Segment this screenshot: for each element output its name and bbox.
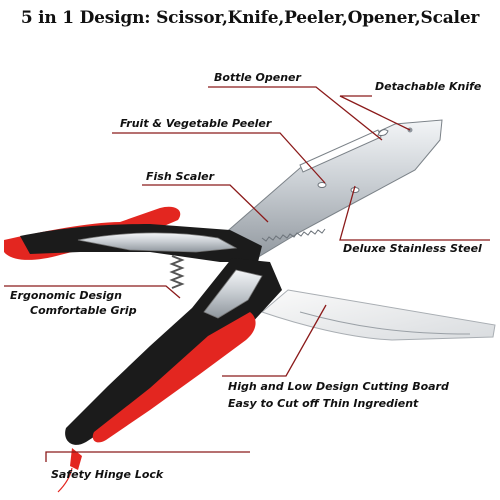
- label-bottle-opener: Bottle Opener: [214, 71, 301, 84]
- label-ergonomic-line1: Ergonomic Design: [10, 289, 122, 302]
- spring-coil: [169, 255, 185, 289]
- serrated-edge: [261, 228, 326, 242]
- safety-lock-tab: [70, 448, 82, 470]
- upper-handle-steel-inlay: [77, 232, 238, 253]
- leader-cutting-board: [222, 304, 327, 377]
- leader-safety-lock: [45, 451, 250, 462]
- label-cutting-board-line1: High and Low Design Cutting Board: [228, 380, 449, 393]
- label-stainless-steel: Deluxe Stainless Steel: [343, 242, 482, 255]
- peeler-slot: [299, 129, 382, 173]
- lower-handle-red: [92, 312, 256, 443]
- leader-peeler: [112, 132, 326, 184]
- leader-detachable-knife: [339, 95, 411, 131]
- cutting-board-edge: [299, 311, 471, 335]
- scaler-hole: [317, 182, 327, 188]
- safety-lock-string: [57, 467, 73, 493]
- label-cutting-board-line2: Easy to Cut off Thin Ingredient: [228, 397, 419, 410]
- page-title: 5 in 1 Design: Scissor,Knife,Peeler,Open…: [20, 8, 480, 28]
- label-safety-lock: Safety Hinge Lock: [51, 468, 164, 481]
- bottle-opener-notch: [377, 129, 389, 136]
- label-detachable-knife: Detachable Knife: [375, 80, 482, 93]
- leader-fish-scaler: [142, 184, 269, 223]
- label-fish-scaler: Fish Scaler: [146, 170, 215, 183]
- cutting-board-blade: [261, 289, 496, 341]
- leader-lines: [4, 86, 490, 462]
- label-ergonomic-line2: Comfortable Grip: [30, 304, 137, 317]
- lower-handle-steel-inlay: [203, 269, 263, 319]
- label-peeler: Fruit & Vegetable Peeler: [120, 117, 272, 130]
- leader-bottle-opener: [208, 86, 383, 141]
- leader-stainless-steel: [339, 185, 490, 241]
- leader-ergonomic: [4, 285, 181, 299]
